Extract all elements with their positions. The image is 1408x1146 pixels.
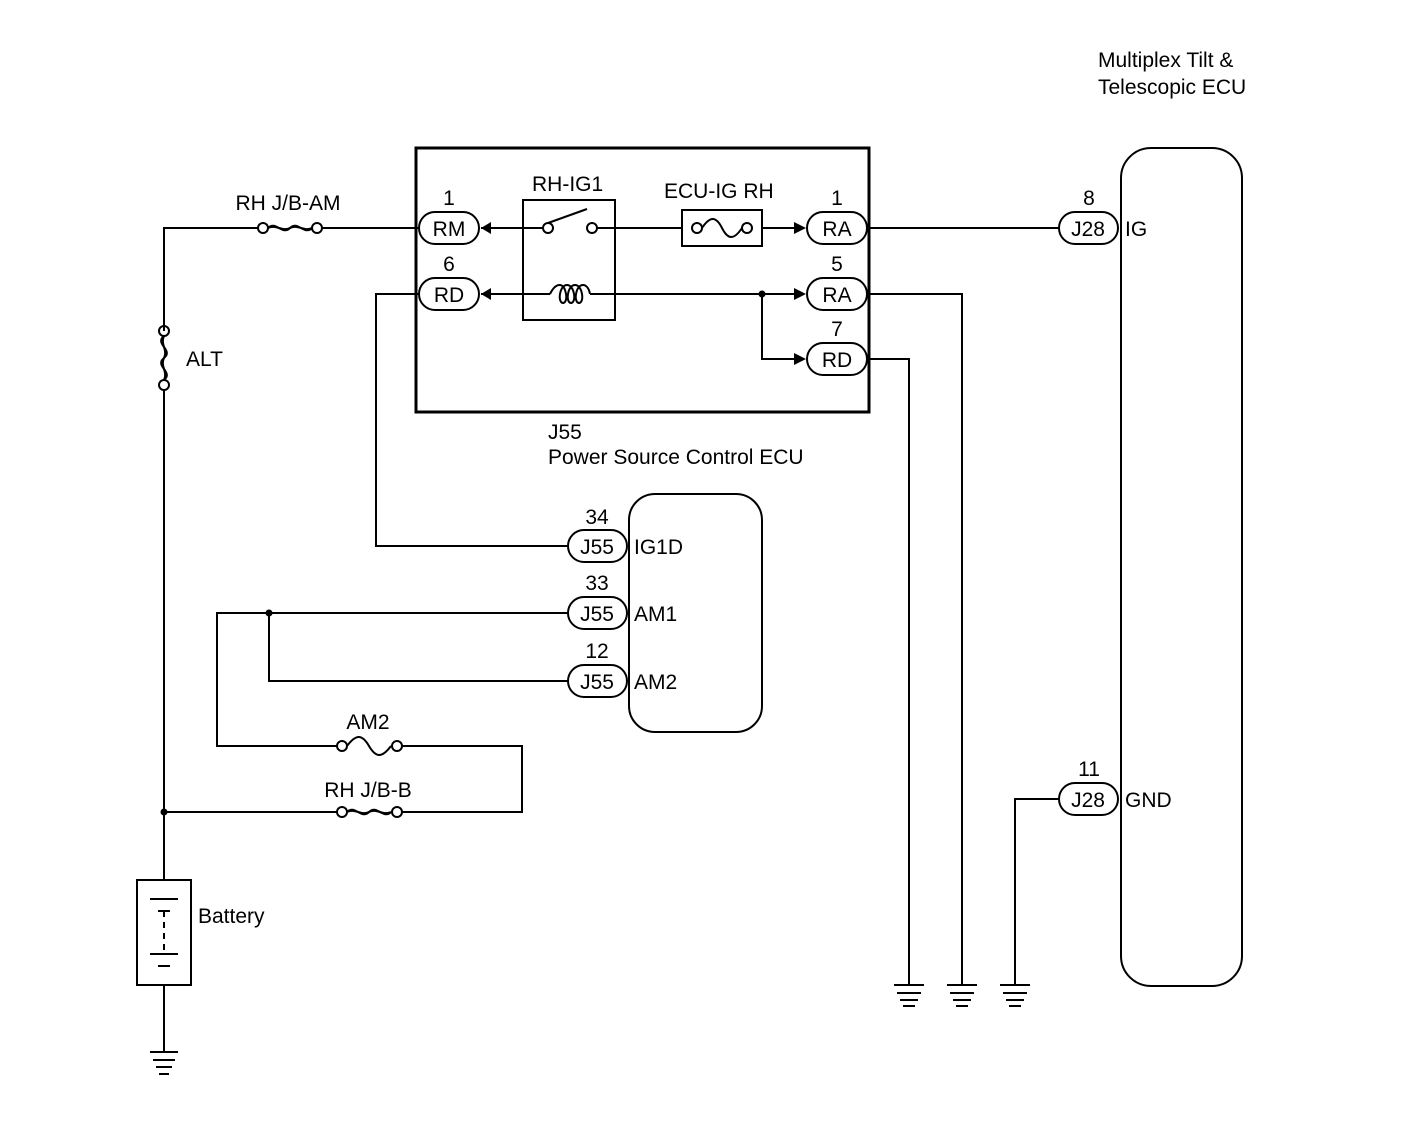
wire-rd-to-ig1d bbox=[375, 293, 568, 547]
svg-text:8: 8 bbox=[1083, 187, 1095, 210]
relay-label: RH-IG1 bbox=[532, 173, 603, 196]
power-ecu-pin-am1: 33 J55 AM1 bbox=[567, 572, 677, 630]
svg-text:34: 34 bbox=[585, 506, 609, 529]
wire-rd7-to-ground bbox=[867, 358, 910, 985]
relay-box bbox=[522, 199, 616, 321]
tilt-ecu-pin-gnd: 11 J28 GND bbox=[1058, 758, 1172, 816]
fuse-ecu-ig-rh-label: ECU-IG RH bbox=[664, 180, 774, 203]
svg-text:RA: RA bbox=[822, 218, 851, 241]
fuse-rh-jb-am-icon bbox=[257, 222, 323, 234]
wire-am2-to-am1 bbox=[216, 612, 568, 747]
svg-text:J55: J55 bbox=[580, 671, 614, 694]
ground-icon bbox=[150, 1051, 178, 1075]
battery-label: Battery bbox=[198, 905, 265, 928]
fuse-am2-label: AM2 bbox=[346, 711, 389, 734]
svg-text:33: 33 bbox=[585, 572, 608, 595]
fuse-rh-jb-b-label: RH J/B-B bbox=[324, 779, 412, 802]
tilt-ecu-pin-ig: 8 J28 IG bbox=[1058, 187, 1147, 245]
tilt-ecu-box bbox=[1120, 147, 1243, 987]
power-ecu-name: Power Source Control ECU bbox=[548, 446, 804, 469]
svg-text:J28: J28 bbox=[1071, 218, 1105, 241]
svg-text:RM: RM bbox=[433, 218, 466, 241]
power-ecu-pin-am2: 12 J55 AM2 bbox=[567, 640, 677, 698]
fuse-rh-jb-b-icon bbox=[336, 806, 403, 818]
wire-ra5-to-ground bbox=[867, 293, 963, 985]
svg-text:J55: J55 bbox=[580, 536, 614, 559]
fuse-rh-jb-am-label: RH J/B-AM bbox=[236, 192, 341, 215]
tilt-ecu-title-line2: Telescopic ECU bbox=[1098, 76, 1246, 99]
svg-text:J28: J28 bbox=[1071, 789, 1105, 812]
svg-text:1: 1 bbox=[443, 187, 455, 210]
wire-jbb-to-am2 bbox=[402, 745, 523, 813]
ground-icon bbox=[894, 984, 924, 1007]
power-ecu-pin-ig1d: 34 J55 IG1D bbox=[567, 506, 683, 563]
svg-text:RD: RD bbox=[822, 349, 852, 372]
wire-gnd-to-ground bbox=[1014, 798, 1059, 985]
svg-text:7: 7 bbox=[831, 318, 843, 341]
svg-text:IG: IG bbox=[1125, 218, 1147, 241]
fuse-ecu-ig-rh-icon bbox=[691, 218, 797, 238]
power-ecu-box bbox=[628, 493, 763, 733]
svg-text:AM2: AM2 bbox=[634, 671, 677, 694]
fuse-am2-icon bbox=[336, 736, 403, 756]
wire-am1-to-am2-pin bbox=[268, 613, 568, 682]
battery-icon bbox=[136, 879, 192, 986]
svg-text:1: 1 bbox=[831, 187, 843, 210]
junction-pin-ra-5: 5 RA bbox=[794, 253, 868, 311]
svg-text:AM1: AM1 bbox=[634, 603, 677, 626]
svg-text:J55: J55 bbox=[580, 603, 614, 626]
wire-am-to-alt bbox=[163, 227, 258, 331]
svg-text:RA: RA bbox=[822, 284, 851, 307]
power-ecu-connector-label: J55 bbox=[548, 421, 582, 444]
svg-text:11: 11 bbox=[1078, 758, 1100, 781]
junction-pin-rm: 1 RM bbox=[418, 187, 491, 245]
ground-icon bbox=[1000, 984, 1030, 1007]
junction-pin-rd-7: 7 RD bbox=[794, 318, 868, 376]
svg-text:6: 6 bbox=[443, 253, 455, 276]
wire-coil-to-rd7 bbox=[761, 294, 797, 360]
fuse-alt-label: ALT bbox=[186, 348, 223, 371]
svg-text:GND: GND bbox=[1125, 789, 1172, 812]
junction-pin-rd-6: 6 RD bbox=[418, 253, 491, 311]
svg-text:IG1D: IG1D bbox=[634, 536, 683, 559]
junction-pin-ra-1: 1 RA bbox=[794, 187, 868, 245]
svg-text:RD: RD bbox=[434, 284, 464, 307]
svg-text:5: 5 bbox=[831, 253, 843, 276]
fuse-alt-icon bbox=[158, 325, 170, 391]
tilt-ecu-title-line1: Multiplex Tilt & bbox=[1098, 49, 1233, 72]
relay-switch bbox=[481, 208, 682, 234]
ground-icon bbox=[947, 984, 977, 1007]
junction-block-box bbox=[414, 146, 871, 414]
relay-coil bbox=[481, 284, 762, 304]
svg-text:12: 12 bbox=[585, 640, 608, 663]
